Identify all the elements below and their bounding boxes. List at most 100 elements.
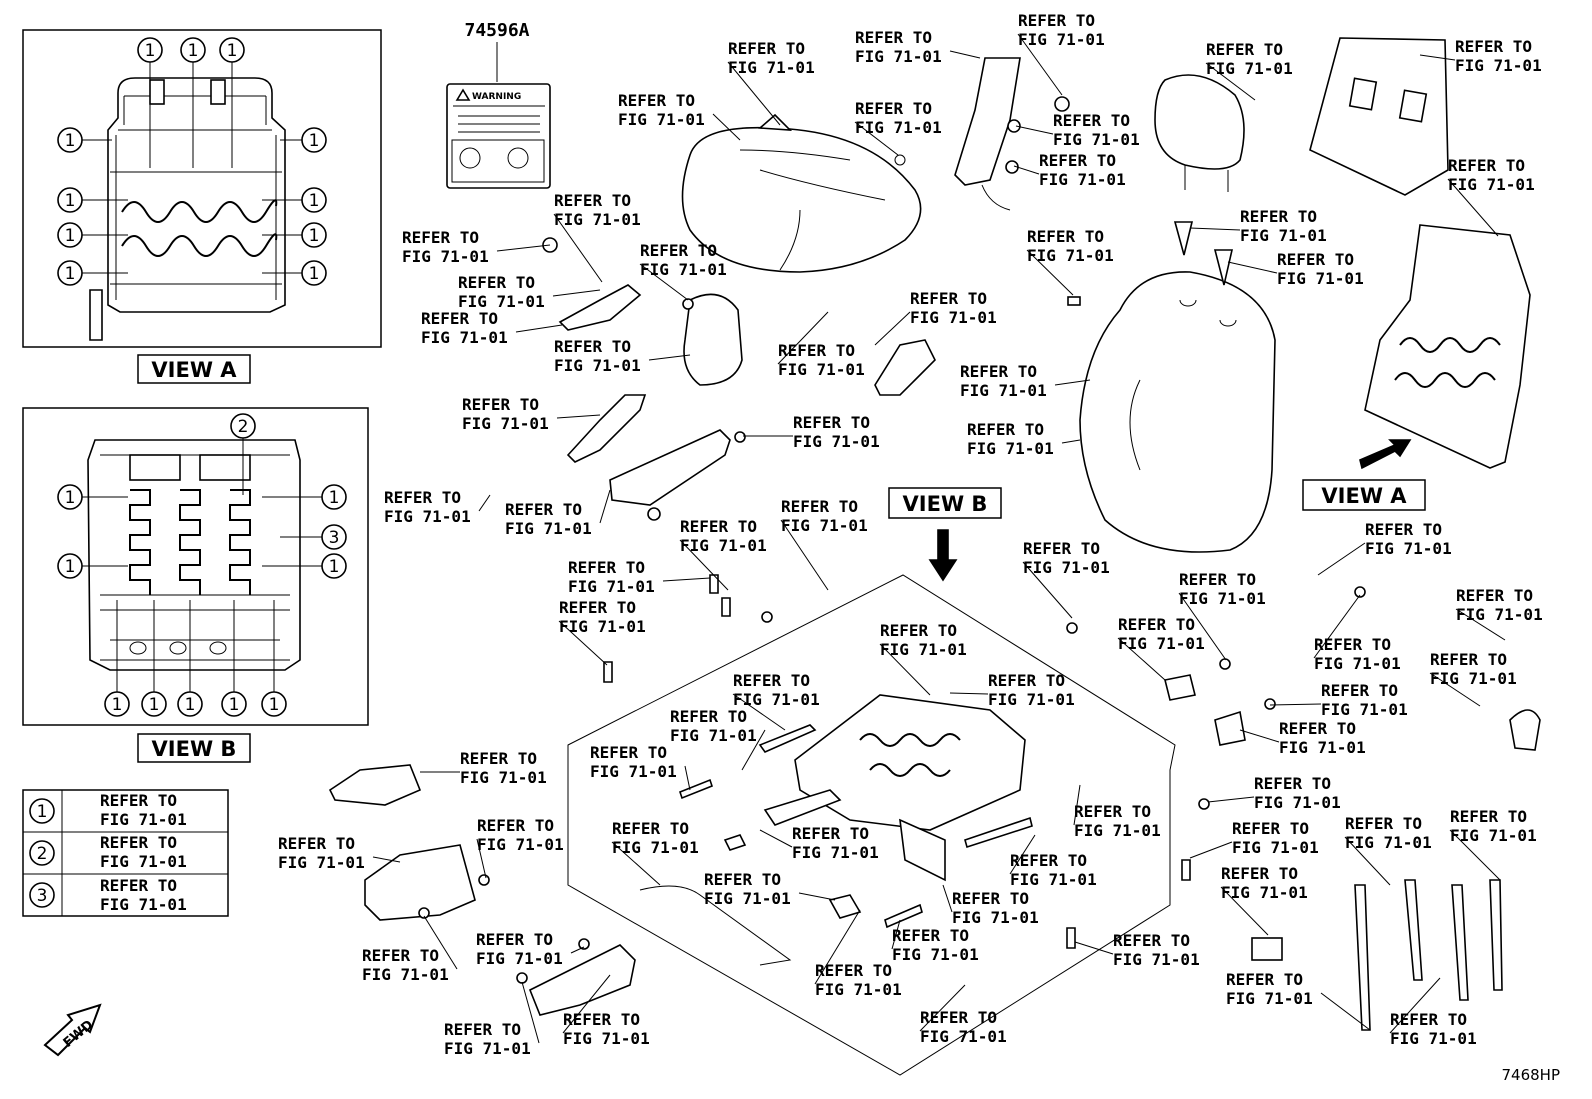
refer-to-line1: REFER TO	[1179, 570, 1256, 589]
leader-line	[556, 414, 601, 419]
callout-1: 1	[309, 264, 320, 284]
refer-to-line1: REFER TO	[1321, 681, 1398, 700]
leader-line	[562, 974, 611, 1034]
refer-to-line1: REFER TO	[910, 289, 987, 308]
refer-to-line1: REFER TO	[462, 395, 539, 414]
refer-to-line1: REFER TO	[1113, 931, 1190, 950]
leader-line	[478, 494, 491, 512]
refer-to-line1: REFER TO	[967, 420, 1044, 439]
callout-1: 1	[188, 41, 199, 61]
leader-line	[1189, 227, 1241, 231]
refer-to-line2: FIG 71-01	[362, 965, 449, 984]
refer-to-line2: FIG 71-01	[670, 726, 757, 745]
refer-to-line1: REFER TO	[444, 1020, 521, 1039]
leader-line	[372, 856, 401, 863]
refer-to-line1: REFER TO	[1279, 719, 1356, 738]
callout-1: 1	[309, 226, 320, 246]
refer-to-line2: FIG 71-01	[1221, 883, 1308, 902]
callout-1: 1	[65, 226, 76, 246]
refer-to-line2: FIG 71-01	[1113, 950, 1200, 969]
view-a-inset: 1 1 1 1 1 1 1 1 1 1 1	[22, 29, 382, 348]
leader-line	[1449, 829, 1501, 881]
view-b-callouts: 2 1 1 1 3 1 1 1 1 1 1	[57, 413, 347, 717]
refer-to-line2: FIG 71-01	[1254, 793, 1341, 812]
refer-to-line2: FIG 71-01	[384, 507, 471, 526]
refer-to-line1: REFER TO	[384, 488, 461, 507]
refer-to-line1: REFER TO	[680, 517, 757, 536]
reference-leaders	[372, 33, 1506, 1044]
callout-1: 1	[227, 41, 238, 61]
refer-to-line2: FIG 71-01	[1314, 654, 1401, 673]
leader-line	[1054, 379, 1091, 386]
callout-1: 1	[65, 264, 76, 284]
leader-line	[1429, 672, 1481, 707]
leader-line	[1239, 729, 1280, 743]
leader-line	[558, 620, 608, 666]
refer-to-line2: FIG 71-01	[910, 308, 997, 327]
callout-1: 1	[65, 557, 76, 577]
refer-to-line1: REFER TO	[1023, 539, 1100, 558]
refer-to-line2: FIG 71-01	[1232, 838, 1319, 857]
refer-to-line1: REFER TO	[1221, 864, 1298, 883]
legend-text: FIG 71-01	[100, 895, 187, 914]
refer-to-line1: REFER TO	[704, 870, 781, 889]
callout-1: 1	[185, 695, 196, 715]
leader-line	[1227, 261, 1278, 274]
refer-to-line2: FIG 71-01	[880, 640, 967, 659]
legend-text: REFER TO	[100, 791, 177, 810]
legend-text: REFER TO	[100, 833, 177, 852]
callout-1: 1	[309, 191, 320, 211]
refer-to-line2: FIG 71-01	[1430, 669, 1517, 688]
refer-to-line1: REFER TO	[792, 824, 869, 843]
refer-to-line1: REFER TO	[1018, 11, 1095, 30]
refer-to-line1: REFER TO	[1226, 970, 1303, 989]
leader-line	[599, 489, 611, 524]
leader-line	[1074, 941, 1114, 955]
view-a-callouts: 1 1 1 1 1 1 1 1 1 1 1	[57, 37, 327, 286]
refer-to-line1: REFER TO	[477, 816, 554, 835]
leader-line	[1017, 33, 1063, 96]
leader-line	[679, 539, 729, 591]
refer-to-line1: REFER TO	[458, 273, 535, 292]
refer-to-line1: REFER TO	[362, 946, 439, 965]
refer-to-line1: REFER TO	[1206, 40, 1283, 59]
callout-2: 2	[238, 417, 249, 437]
legend-num: 1	[37, 802, 48, 822]
refer-to-line1: REFER TO	[1027, 227, 1104, 246]
refer-to-line2: FIG 71-01	[444, 1039, 531, 1058]
leader-line	[1455, 608, 1506, 641]
refer-to-line2: FIG 71-01	[1206, 59, 1293, 78]
leader-line	[1344, 836, 1391, 886]
leader-line	[662, 577, 711, 582]
refer-to-line1: REFER TO	[1039, 151, 1116, 170]
refer-to-line2: FIG 71-01	[618, 110, 705, 129]
leader-line	[942, 884, 953, 913]
refer-to-line2: FIG 71-01	[815, 980, 902, 999]
refer-to-line2: FIG 71-01	[278, 853, 365, 872]
